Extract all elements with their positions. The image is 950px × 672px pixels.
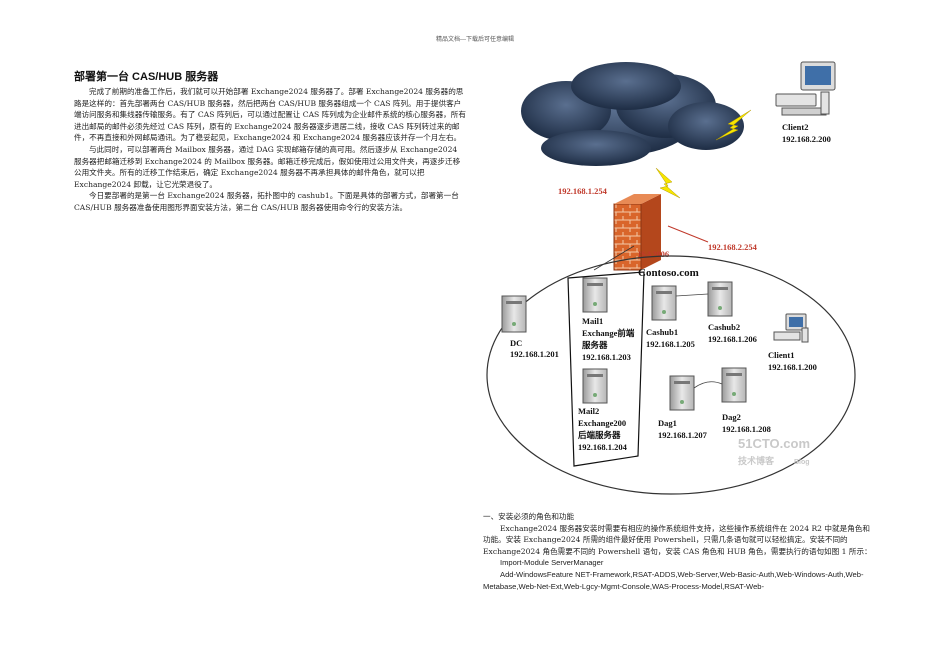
cashub1-ip: 192.168.1.205 [646,339,695,349]
mail1-ip: 192.168.1.203 [582,352,631,362]
connector-line [593,245,635,271]
mail1-server-icon [582,277,608,313]
client1-name: Client1 [768,350,794,360]
internet-cloud-icon [521,62,744,166]
command-line-2: Add-WindowsFeature NET-Framework,RSAT-AD… [483,569,864,591]
lightning-icon [715,109,752,141]
cashub2-server-icon [707,281,733,317]
cashub2-ip: 192.168.1.206 [708,334,757,344]
mail1-role: Exchange前端 [582,328,635,338]
watermark-blog: Blog [794,459,810,466]
mail1-name: Mail1 [582,316,603,326]
dc-ip: 192.168.1.201 [510,349,559,359]
left-body: 完成了前期的准备工作后，我们就可以开始部署 Exchange2024 服务器了。… [74,86,466,214]
cashub1-server-icon [651,285,677,321]
domain-label: Contoso.com [638,267,699,279]
watermark-logo: 51CTO.com [738,436,810,451]
mail2-role2: 后端服务器 [578,430,621,440]
client2-ip: 192.168.2.200 [782,134,831,144]
client2-computer-icon [775,61,836,116]
isa-label: ISA2006 [638,249,669,259]
client2-name: Client2 [782,122,808,132]
page-header: 精品文档---下载后可任意编辑 [435,36,515,43]
mail1-role2: 服务器 [582,340,608,350]
dag1-server-icon [669,375,695,411]
paragraph-2: 与此同时，可以部署两台 Mailbox 服务器，通过 DAG 实现邮箱存储的高可… [74,144,461,189]
dc-server-icon [501,295,527,333]
section-heading: 一、安装必须的角色和功能 [483,512,575,521]
dag2-ip: 192.168.1.208 [722,424,771,434]
dag1-name: Dag1 [658,418,677,428]
client1-ip: 192.168.1.200 [768,362,817,372]
client1-computer-icon [773,313,809,343]
dag2-server-icon [721,367,747,403]
dag2-name: Dag2 [722,412,741,422]
firewall-ip-inner: 192.168.1.254 [558,186,608,196]
mail2-server-icon [582,368,608,404]
cashub1-name: Cashub1 [646,327,678,337]
topology-diagram: Client2 192.168.2.200 192.168.1.254 192.… [486,61,856,495]
section-title: 部署第一台 CAS/HUB 服务器 [74,71,219,83]
firewall-ip-outer: 192.168.2.254 [708,242,758,252]
install-paragraph: Exchange2024 服务器安装时需要有相应的操作系统组件支持，这些操作系统… [483,523,872,556]
lightning-icon [655,167,681,199]
dag1-ip: 192.168.1.207 [658,430,708,440]
paragraph-3: 今日要部署的是第一台 Exchange2024 服务器，拓扑图中的 cashub… [74,191,459,212]
right-body: 一、安装必须的角色和功能 Exchange2024 服务器安装时需要有相应的操作… [483,511,873,592]
dc-name: DC [510,338,522,348]
mail2-name: Mail2 [578,406,599,416]
mail2-role: Exchange200 [578,418,626,428]
command-line-1: Import-Module ServerManager [500,558,604,568]
paragraph-1: 完成了前期的准备工作后，我们就可以开始部署 Exchange2024 服务器了。… [74,87,466,143]
watermark-text: 技术博客 [738,455,775,466]
cashub2-name: Cashub2 [708,322,740,332]
mail2-ip: 192.168.1.204 [578,442,628,452]
